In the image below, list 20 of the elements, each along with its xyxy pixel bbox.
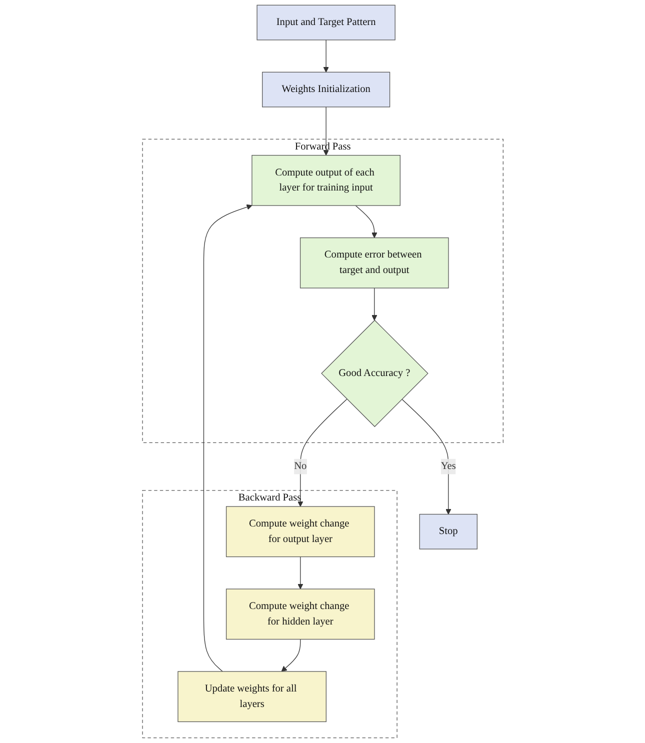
node-box: Compute weight change for output layer xyxy=(226,506,374,558)
node-box: Weights Initialization xyxy=(262,72,390,108)
arrow xyxy=(322,106,329,156)
node-box: Update weights for all layers xyxy=(177,671,326,722)
node-box: Compute weight change for hidden layer xyxy=(226,588,374,640)
node-box: Compute error between target and output xyxy=(300,237,448,288)
arrow xyxy=(371,288,377,320)
arrow xyxy=(297,556,303,590)
node-box: Stop xyxy=(418,514,478,550)
arrow xyxy=(401,398,451,514)
arrow xyxy=(297,398,347,507)
arrow xyxy=(322,40,329,72)
node-diamond: Good Accuracy ? xyxy=(320,320,428,428)
arrow xyxy=(203,204,252,672)
arrow xyxy=(280,638,300,672)
edge-label: No xyxy=(294,460,306,472)
node-box: Input and Target Pattern xyxy=(256,4,396,40)
arrow xyxy=(354,205,377,238)
edge-label: Yes xyxy=(440,460,456,472)
node-box: Compute output of each layer for training input xyxy=(251,154,400,206)
